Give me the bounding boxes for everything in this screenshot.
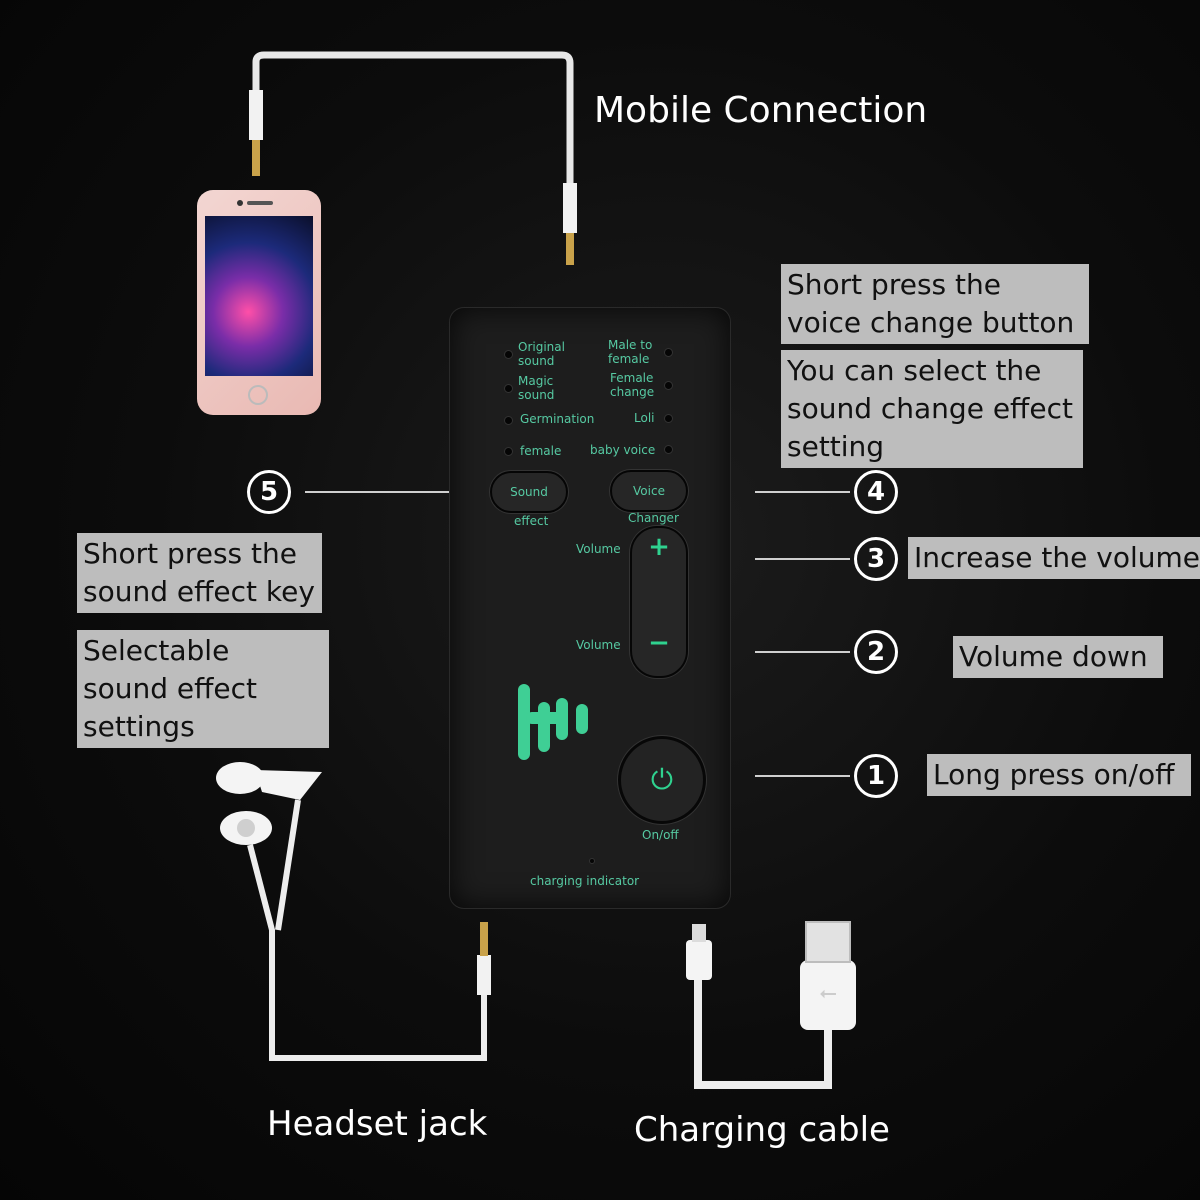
callout-increase-volume: Increase the volume (908, 537, 1200, 579)
volume-down-button[interactable]: − (648, 628, 670, 658)
charging-indicator-led (589, 858, 595, 864)
label-charging-cable: Charging cable (634, 1110, 890, 1150)
marker-4: 4 (854, 470, 898, 514)
marker-3: 3 (854, 537, 898, 581)
callout-sound-short-press: Short press the sound effect key (77, 533, 322, 613)
earphone-wire (247, 799, 487, 1061)
mode-female-change: Female change (610, 371, 655, 399)
sound-effect-button-label: Sound (510, 485, 548, 499)
usb-symbol: ⭠ (819, 981, 837, 1006)
usb-a-plug (800, 960, 856, 1030)
volume-down-label: Volume (576, 638, 621, 652)
marker-1: 1 (854, 754, 898, 798)
aux-tip-right (566, 233, 574, 265)
sound-effect-caption: effect (514, 514, 549, 528)
volume-rocker: + − (630, 526, 688, 678)
aux-plug-right (563, 183, 577, 233)
charging-indicator-label: charging indicator (530, 874, 640, 888)
micro-usb-plug (686, 940, 712, 980)
aux-plug-left (249, 90, 263, 140)
onoff-label: On/off (642, 828, 679, 842)
voice-changer-caption: Changer (628, 511, 679, 525)
callout-sound-select: Selectable sound effect settings (77, 630, 329, 748)
voice-changer-button-label: Voice (633, 484, 665, 498)
mode-original-sound: Original sound (518, 340, 565, 368)
phone-screen (205, 216, 313, 376)
mobile-phone (197, 190, 321, 415)
marker-5: 5 (247, 470, 291, 514)
headset-plug (477, 955, 491, 995)
callout-voice-short-press: Short press the voice change button (781, 264, 1089, 344)
mode-baby-voice: baby voice (590, 443, 656, 457)
aux-cable (252, 51, 574, 185)
charging-wire (694, 975, 832, 1089)
callout-volume-down: Volume down (953, 636, 1163, 678)
volume-up-button[interactable]: + (648, 532, 670, 562)
power-button[interactable]: ⏻ (618, 736, 706, 824)
callout-long-press: Long press on/off (927, 754, 1191, 796)
led-male-to-female (664, 348, 673, 357)
brand-logo-icon (518, 684, 588, 760)
led-loli (664, 414, 673, 423)
mode-male-to-female: Male to female (608, 338, 653, 366)
led-female-change (664, 381, 673, 390)
led-baby-voice (664, 445, 673, 454)
led-germination (504, 416, 513, 425)
mode-loli: Loli (634, 411, 655, 425)
marker-2: 2 (854, 630, 898, 674)
led-magic-sound (504, 384, 513, 393)
mode-female: female (520, 444, 562, 458)
phone-camera (237, 200, 243, 206)
led-original-sound (504, 350, 513, 359)
led-female (504, 447, 513, 456)
volume-up-label: Volume (576, 542, 621, 556)
label-mobile-connection: Mobile Connection (594, 90, 928, 131)
phone-home-button (248, 385, 268, 405)
aux-tip-left (252, 140, 260, 176)
power-icon: ⏻ (650, 763, 674, 796)
usb-a-metal (805, 921, 851, 963)
callout-voice-select: You can select the sound change effect s… (781, 350, 1083, 468)
label-headset-jack: Headset jack (267, 1104, 488, 1144)
mode-magic-sound: Magic sound (518, 374, 555, 402)
sound-effect-button[interactable]: Sound (490, 471, 568, 513)
voice-changer-device: Original sound Magic sound Germination f… (450, 308, 730, 908)
earphones (216, 762, 322, 845)
micro-usb-tip (692, 924, 706, 942)
mode-germination: Germination (520, 412, 595, 426)
voice-changer-button[interactable]: Voice (610, 470, 688, 512)
phone-speaker (247, 201, 273, 205)
headset-tip (480, 922, 488, 956)
